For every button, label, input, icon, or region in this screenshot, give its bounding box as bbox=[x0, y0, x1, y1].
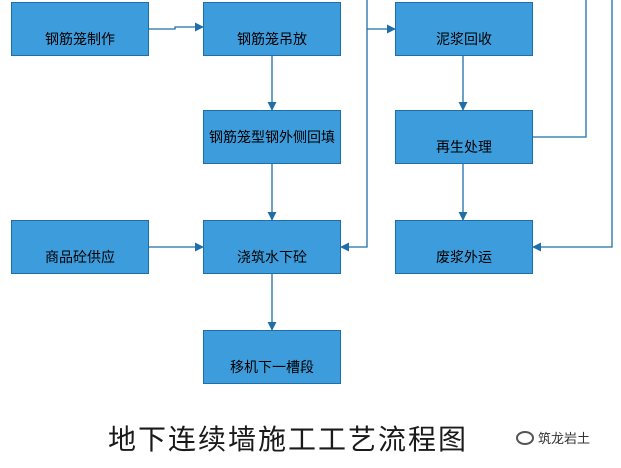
watermark: 筑龙岩土 bbox=[516, 428, 590, 447]
line-regen-return bbox=[533, 0, 587, 138]
box-label: 泥浆回收 bbox=[436, 32, 492, 48]
box-underwater-pouring: 浇筑水下砼 bbox=[203, 220, 341, 274]
arrow-pour-to-recovery bbox=[340, 0, 368, 252]
box-waste-slurry-out: 废浆外运 bbox=[395, 220, 533, 274]
box-label: 移机下一槽段 bbox=[230, 360, 314, 376]
box-label: 钢筋笼型钢外侧回填 bbox=[209, 130, 335, 146]
box-commercial-concrete: 商品砼供应 bbox=[11, 220, 149, 274]
box-rebar-cage-making: 钢筋笼制作 bbox=[11, 2, 149, 56]
box-label: 商品砼供应 bbox=[45, 250, 115, 266]
arrow-make-to-hoist bbox=[149, 22, 204, 32]
diagram-title: 地下连续墙施工工艺流程图 bbox=[108, 423, 469, 456]
wechat-icon bbox=[516, 430, 534, 445]
box-label: 浇筑水下砼 bbox=[237, 250, 307, 266]
watermark-text: 筑龙岩土 bbox=[538, 432, 591, 447]
box-regeneration: 再生处理 bbox=[395, 110, 533, 164]
box-label: 钢筋笼吊放 bbox=[237, 32, 307, 48]
box-slurry-recovery: 泥浆回收 bbox=[395, 2, 533, 56]
box-label: 废浆外运 bbox=[436, 250, 492, 266]
box-label: 钢筋笼制作 bbox=[45, 32, 115, 48]
box-rebar-cage-hoisting: 钢筋笼吊放 bbox=[203, 2, 341, 56]
arrow-outer-to-waste bbox=[532, 0, 613, 252]
box-move-to-next: 移机下一槽段 bbox=[203, 330, 341, 384]
box-steel-outer-side-backfill: 钢筋笼型钢外侧回填 bbox=[203, 110, 341, 164]
box-label: 再生处理 bbox=[436, 140, 492, 156]
